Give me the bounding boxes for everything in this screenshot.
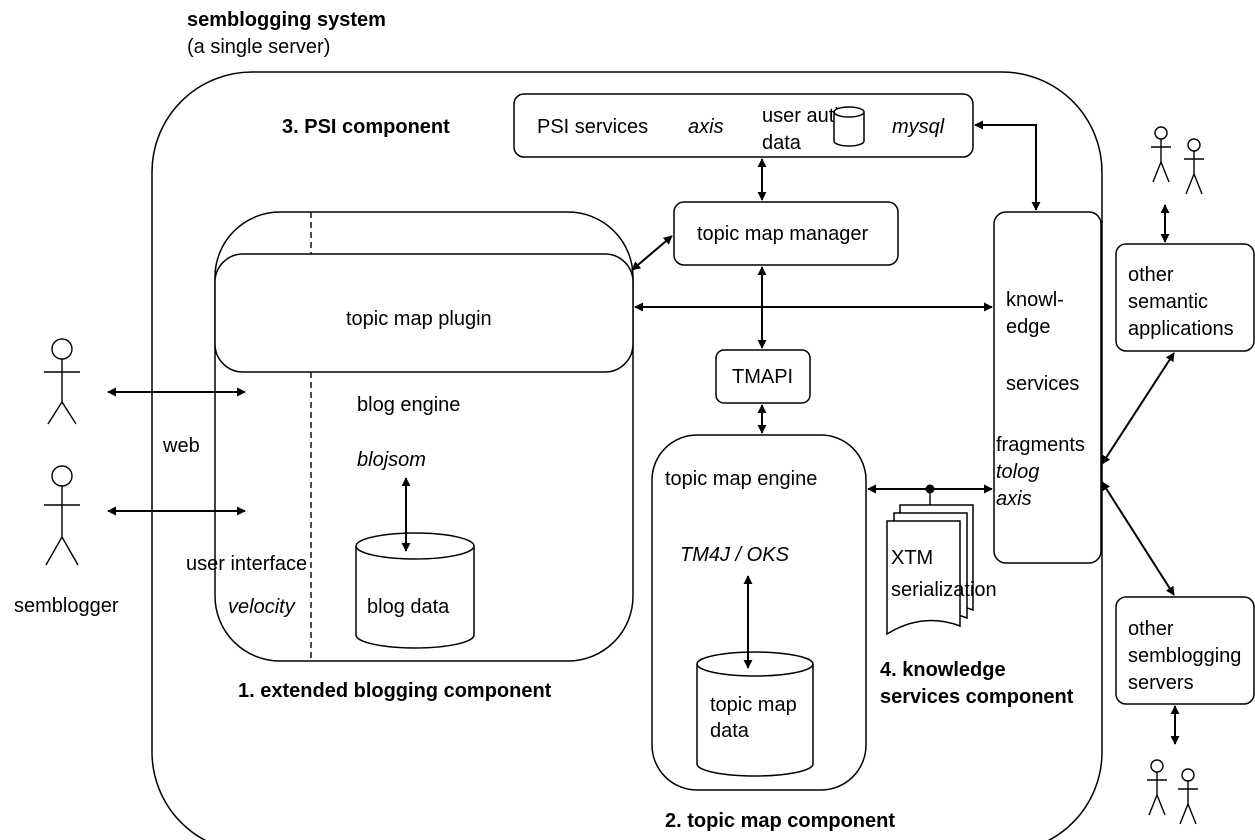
psi-services-label: PSI services xyxy=(537,116,648,138)
knowledge-services-component-label-line2: services component xyxy=(880,686,1074,708)
blog-data-database-icon xyxy=(355,532,475,649)
topic-map-data-label-line2: data xyxy=(710,720,750,742)
semblogger-actor-icon xyxy=(44,338,80,425)
knowledge-services-component-label-line1: 4. knowledge xyxy=(880,659,1006,681)
semblogger-label: semblogger xyxy=(14,595,119,617)
xtm-label-line2: serialization xyxy=(891,579,997,601)
topic-map-plugin-label: topic map plugin xyxy=(346,308,492,330)
psi-knowledge-connector xyxy=(974,120,1041,211)
xtm-document-stack-icon xyxy=(886,504,974,636)
semantic-applications-line2: semantic xyxy=(1128,291,1208,313)
semblogging-servers-line2: semblogging xyxy=(1128,645,1241,667)
topic-map-data-label-line1: topic map xyxy=(710,694,797,716)
user-actor-icon xyxy=(1178,768,1198,825)
web-label: web xyxy=(162,435,200,457)
topic-map-engine-label: topic map engine xyxy=(665,468,817,490)
topic-map-manager-box xyxy=(673,201,899,266)
manager-plugin-connector xyxy=(631,235,673,271)
topic-map-component-label: 2. topic map component xyxy=(665,810,895,832)
knowledge-services-label-line3: services xyxy=(1006,373,1079,395)
knowledge-services-label-line2: edge xyxy=(1006,316,1051,338)
blog-data-label: blog data xyxy=(367,596,450,618)
knowledge-semantic-connector xyxy=(1101,352,1175,465)
tm4j-oks-label: TM4J / OKS xyxy=(680,544,790,566)
semantic-applications-line3: applications xyxy=(1128,318,1234,340)
extended-blogging-component-label: 1. extended blogging component xyxy=(238,680,552,702)
user-actor-icon xyxy=(1147,759,1167,816)
topic-map-manager-label: topic map manager xyxy=(697,223,869,245)
knowledge-services-label-line1: knowl- xyxy=(1006,289,1064,311)
user-actor-icon xyxy=(1184,138,1204,195)
semantic-applications-line1: other xyxy=(1128,264,1174,286)
knowledge-services-box xyxy=(993,211,1102,564)
xtm-label-line1: XTM xyxy=(891,547,933,569)
knowledge-servers-connector xyxy=(1101,481,1175,596)
system-subtitle: (a single server) xyxy=(187,36,330,58)
user-actor-icon xyxy=(1151,126,1171,183)
semblogging-servers-line3: servers xyxy=(1128,672,1194,694)
topic-map-data-database-icon xyxy=(696,651,814,777)
psi-component-label: 3. PSI component xyxy=(282,116,450,138)
user-auth-database-icon xyxy=(833,106,865,147)
tmapi-label: TMAPI xyxy=(732,366,793,388)
user-auth-label-line1: user auth xyxy=(762,105,845,127)
blojsom-label: blojsom xyxy=(357,449,426,471)
semblogger-actor-icon xyxy=(44,465,80,566)
xtm-junction-dot xyxy=(925,484,935,494)
psi-axis-label: axis xyxy=(688,116,724,138)
mysql-label: mysql xyxy=(892,116,945,138)
semblogging-servers-box xyxy=(1115,596,1255,705)
tolog-label: tolog xyxy=(996,461,1039,483)
ks-axis-label: axis xyxy=(996,488,1032,510)
connectors xyxy=(107,120,1180,745)
tmapi-box xyxy=(715,349,811,404)
user-interface-label: user interface xyxy=(186,553,307,575)
user-auth-label-line2: data xyxy=(762,132,802,154)
topic-map-plugin-box xyxy=(214,253,634,373)
system-title: semblogging system xyxy=(187,9,386,31)
blog-engine-label: blog engine xyxy=(357,394,460,416)
semblogging-servers-line1: other xyxy=(1128,618,1174,640)
fragments-label: fragments xyxy=(996,434,1085,456)
semantic-applications-box xyxy=(1115,243,1255,352)
velocity-label: velocity xyxy=(228,596,296,618)
